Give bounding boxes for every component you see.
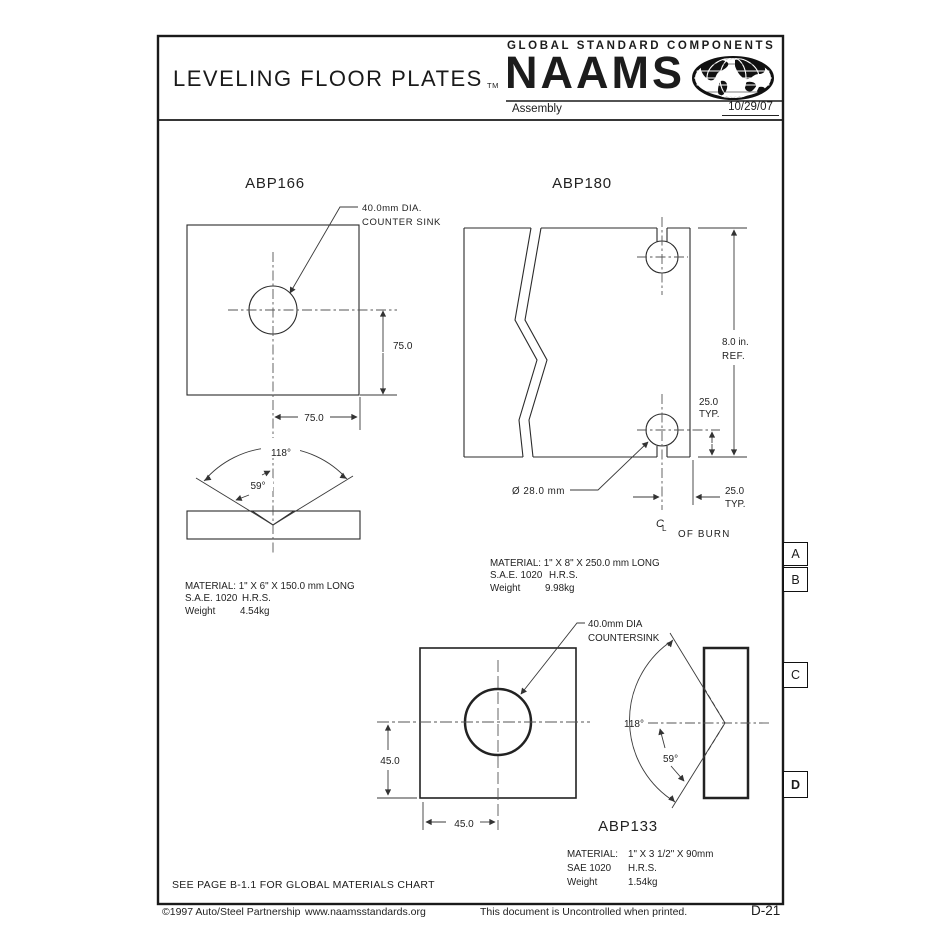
abp166-drawing: ABP166 xyxy=(185,175,441,617)
svg-text:L: L xyxy=(662,524,667,533)
abp166-dim-width: 75.0 xyxy=(304,413,324,424)
abp166-dim-height: 75.0 xyxy=(393,341,413,352)
abp180-grade-label: S.A.E. 1020 xyxy=(490,570,543,581)
section-tab-b[interactable]: B xyxy=(783,567,808,592)
abp166-grade-label: S.A.E. 1020 xyxy=(185,593,238,604)
footer-copyright: ©1997 Auto/Steel Partnership xyxy=(162,906,301,918)
break-line xyxy=(514,227,538,458)
footer-uncontrolled-notice: This document is Uncontrolled when print… xyxy=(480,906,688,918)
abp166-angle-half: 59° xyxy=(250,481,265,492)
abp133-dim-height: 45.0 xyxy=(380,756,400,767)
abp133-grade-label: SAE 1020 xyxy=(567,863,612,874)
svg-text:C: C xyxy=(656,518,664,530)
revision-date: 10/29/07 xyxy=(722,101,779,116)
abp133-material-value: 1" X 3 1/2" X 90mm xyxy=(628,849,713,860)
assembly-label: Assembly xyxy=(512,103,562,115)
page-frame xyxy=(156,34,785,906)
abp180-weight-value: 9.98kg xyxy=(545,583,574,594)
materials-chart-note: SEE PAGE B-1.1 FOR GLOBAL MATERIALS CHAR… xyxy=(172,879,435,891)
page-title: LEVELING FLOOR PLATES xyxy=(173,66,483,91)
abp133-angle-full: 118° xyxy=(624,719,644,730)
abp133-drawing: 40.0mm DIA COUNTERSINK 45.0 45.0 118° 59… xyxy=(377,619,770,888)
abp166-angle-full: 118° xyxy=(271,448,291,459)
abp133-material-label: MATERIAL: xyxy=(567,849,618,860)
page-number: D-21 xyxy=(751,903,781,918)
abp180-dim-typ-h-line2: TYP. xyxy=(725,499,746,510)
abp133-dim-width: 45.0 xyxy=(454,819,474,830)
abp180-grade-value: H.R.S. xyxy=(549,570,578,581)
abp180-material: MATERIAL: 1" X 8" X 250.0 mm LONG xyxy=(490,558,660,569)
abp180-dim-typ-v-line1: 25.0 xyxy=(699,397,719,408)
abp180-drawing: ABP180 xyxy=(463,175,749,594)
abp133-label: ABP133 xyxy=(598,818,658,835)
abp133-weight-label: Weight xyxy=(567,877,598,888)
abp180-dim-ref-line2: REF. xyxy=(722,351,745,362)
brand-tagline: GLOBAL STANDARD COMPONENTS xyxy=(507,40,776,52)
abp133-callout-line2: COUNTERSINK xyxy=(588,633,660,644)
abp180-hole-callout: Ø 28.0 mm xyxy=(512,486,565,497)
abp180-dim-ref-line1: 8.0 in. xyxy=(722,337,749,348)
abp180-weight-label: Weight xyxy=(490,583,521,594)
section-tab-d[interactable]: D xyxy=(783,771,808,798)
abp166-callout-line1: 40.0mm DIA. xyxy=(362,203,422,214)
globe-icon xyxy=(691,56,775,105)
abp166-callout-line2: COUNTER SINK xyxy=(362,217,441,228)
abp166-weight-value: 4.54kg xyxy=(240,606,269,617)
abp180-dim-typ-h-line1: 25.0 xyxy=(725,486,745,497)
abp166-side-view xyxy=(186,510,361,540)
abp180-burn-note: OF BURN xyxy=(678,529,731,540)
abp166-weight-label: Weight xyxy=(185,606,216,617)
trademark-mark: TM xyxy=(487,81,499,90)
section-tab-c[interactable]: C xyxy=(783,662,808,688)
abp133-weight-value: 1.54kg xyxy=(628,877,657,888)
section-tab-a[interactable]: A xyxy=(783,542,808,566)
abp133-callout-line1: 40.0mm DIA xyxy=(588,619,643,630)
abp166-material: MATERIAL: 1" X 6" X 150.0 mm LONG xyxy=(185,581,355,592)
abp166-label: ABP166 xyxy=(245,175,305,192)
brand-logo-text: NAAMS xyxy=(505,47,685,98)
abp180-dim-typ-v-line2: TYP. xyxy=(699,409,720,420)
abp180-label: ABP180 xyxy=(552,175,612,192)
abp133-angle-half: 59° xyxy=(663,754,678,765)
abp166-grade-value: H.R.S. xyxy=(242,593,271,604)
abp133-grade-value: H.R.S. xyxy=(628,863,657,874)
centerline-of-burn-symbol: C L xyxy=(656,518,667,533)
break-line xyxy=(524,227,548,458)
footer-website-link[interactable]: www.naamsstandards.org xyxy=(305,906,426,918)
